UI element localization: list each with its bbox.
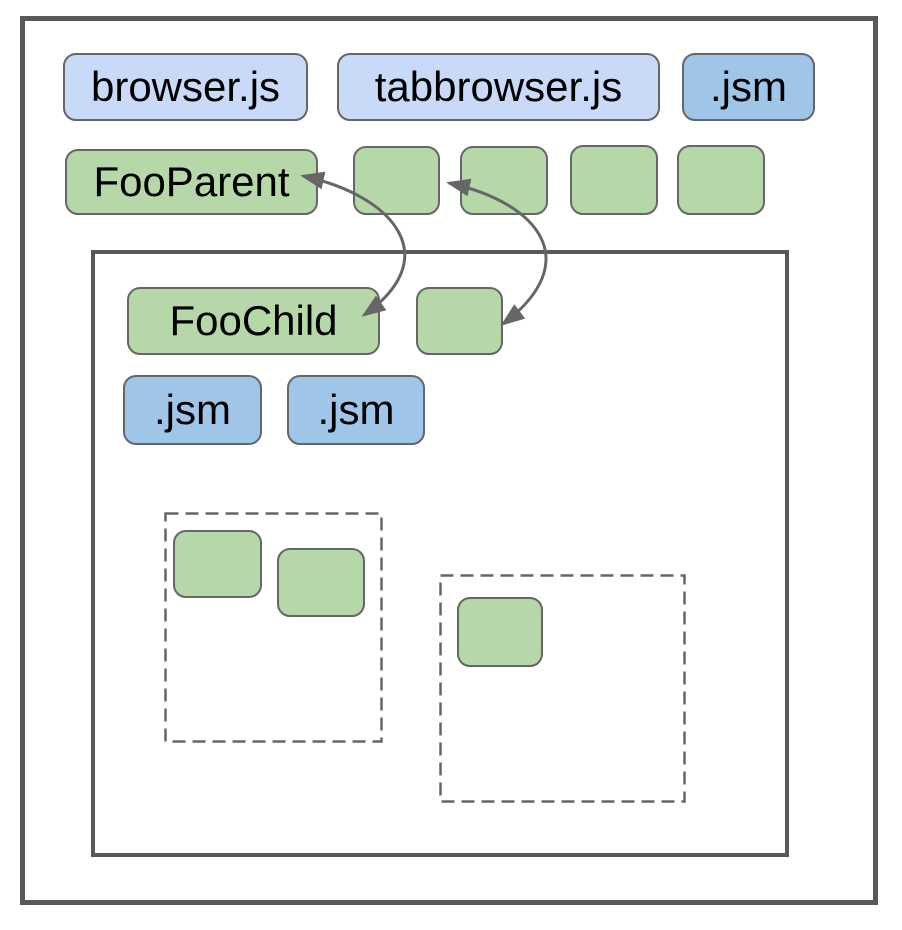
box-label: .jsm <box>710 63 787 110</box>
actor-box-foochild: FooChild <box>127 287 380 355</box>
box-label: FooParent <box>93 158 290 205</box>
actor-box-parent-unlabeled-3 <box>570 145 658 215</box>
box-label: .jsm <box>317 386 395 433</box>
box-label: .jsm <box>154 386 231 433</box>
actor-box-parent-unlabeled-2 <box>460 146 548 215</box>
actor-box-child-unlabeled <box>416 287 503 355</box>
actor-box-frame1-unlabeled-1 <box>173 530 262 598</box>
module-box-jsm-parent: .jsm <box>682 53 815 121</box>
module-box-jsm-child-2: .jsm <box>287 375 425 445</box>
actor-box-parent-unlabeled-4 <box>677 145 765 215</box>
child-process-frame <box>91 250 789 857</box>
module-box-jsm-child-1: .jsm <box>123 375 262 445</box>
box-label: tabbrowser.js <box>374 63 623 110</box>
actor-box-fooparent: FooParent <box>65 149 318 215</box>
box-label: browser.js <box>90 63 281 110</box>
script-box-tabbrowser-js: tabbrowser.js <box>337 53 660 121</box>
actor-box-frame1-unlabeled-2 <box>277 548 365 617</box>
actor-box-frame2-unlabeled-1 <box>457 597 543 667</box>
parent-process-frame <box>20 16 878 905</box>
actor-box-parent-unlabeled-1 <box>353 146 440 215</box>
box-label: FooChild <box>169 297 338 344</box>
script-box-browser-js: browser.js <box>63 53 308 121</box>
